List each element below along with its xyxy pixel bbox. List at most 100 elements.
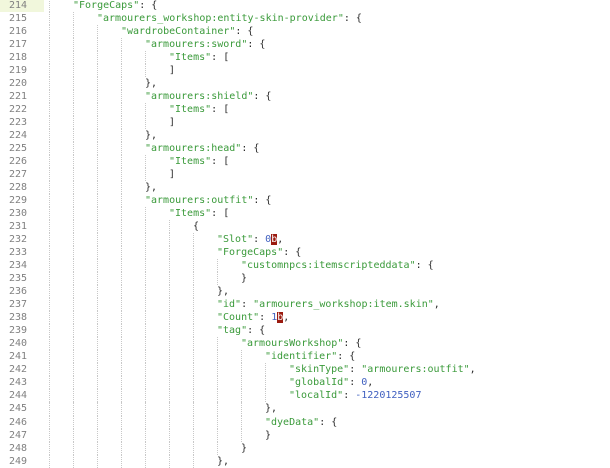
code-line[interactable]: 245}, — [0, 402, 610, 416]
line-gutter[interactable]: 216 — [0, 25, 44, 38]
line-number: 216 — [8, 26, 27, 38]
line-gutter[interactable]: 245 — [0, 402, 44, 415]
code-line[interactable]: 249}, — [0, 454, 610, 468]
code-line[interactable]: 224}, — [0, 129, 610, 143]
line-gutter[interactable]: 246 — [0, 416, 44, 429]
line-gutter[interactable]: 229 — [0, 194, 44, 207]
line-gutter[interactable]: 231 — [0, 220, 44, 233]
line-gutter[interactable]: 218 — [0, 51, 44, 64]
line-gutter[interactable]: 233 — [0, 246, 44, 259]
code-line[interactable]: 243"globalId": 0, — [0, 376, 610, 390]
line-gutter[interactable]: 222 — [0, 103, 44, 116]
code-line[interactable]: 226"Items": [ — [0, 155, 610, 169]
line-gutter[interactable]: 219 — [0, 64, 44, 77]
indent-guide — [121, 155, 122, 169]
line-number: 242 — [8, 364, 27, 376]
indent-guide — [97, 64, 98, 78]
indent-guide — [217, 402, 218, 416]
line-gutter[interactable]: 230 — [0, 207, 44, 220]
code-line[interactable]: 230"Items": [ — [0, 207, 610, 221]
line-gutter[interactable]: 238 — [0, 311, 44, 324]
code-line[interactable]: 234"customnpcs:itemscripteddata": { — [0, 259, 610, 273]
code-line[interactable]: 216"wardrobeContainer": { — [0, 25, 610, 39]
json-key: "armourers:sword" — [145, 39, 248, 51]
json-key: "wardrobeContainer" — [121, 26, 236, 38]
code-line[interactable]: 232"Slot": 0b, — [0, 233, 610, 247]
code-line[interactable]: 239"tag": { — [0, 324, 610, 338]
json-punctuation: : { — [343, 338, 362, 350]
code-line[interactable]: 223] — [0, 116, 610, 130]
indent-guide — [169, 363, 170, 377]
line-gutter[interactable]: 249 — [0, 455, 44, 468]
line-gutter[interactable]: 247 — [0, 429, 44, 442]
line-gutter[interactable]: 239 — [0, 324, 44, 337]
line-number: 243 — [8, 377, 27, 389]
line-gutter[interactable]: 234 — [0, 259, 44, 272]
line-gutter[interactable]: 214 — [0, 0, 44, 12]
indent-guide — [265, 363, 266, 377]
code-line[interactable]: 233"ForgeCaps": { — [0, 246, 610, 260]
line-gutter[interactable]: 244 — [0, 389, 44, 402]
code-line[interactable]: 246"dyeData": { — [0, 415, 610, 429]
line-gutter[interactable]: 240 — [0, 337, 44, 350]
error-highlight: b — [271, 234, 278, 246]
json-key: "Items" — [169, 52, 212, 64]
indent-guide — [145, 51, 146, 65]
json-punctuation: : { — [343, 13, 362, 25]
code-line[interactable]: 237"id": "armourers_workshop:item.skin", — [0, 298, 610, 312]
code-line[interactable]: 215 "armourers_workshop:entity-skin-provi… — [0, 12, 610, 26]
code-line[interactable]: 231{ — [0, 220, 610, 234]
code-line[interactable]: 242"skinType": "armourers:outfit", — [0, 363, 610, 377]
line-number: 218 — [8, 52, 27, 64]
line-gutter[interactable]: 236 — [0, 285, 44, 298]
code-line[interactable]: 217"armourers:sword": { — [0, 38, 610, 52]
code-line[interactable]: 218"Items": [ — [0, 51, 610, 65]
line-gutter[interactable]: 217 — [0, 38, 44, 51]
code-line[interactable]: 228}, — [0, 181, 610, 195]
line-gutter[interactable]: 221 — [0, 90, 44, 103]
code-line[interactable]: 240"armoursWorkshop": { — [0, 337, 610, 351]
code-line[interactable]: 236}, — [0, 285, 610, 299]
line-gutter[interactable]: 241 — [0, 350, 44, 363]
line-gutter[interactable]: 248 — [0, 442, 44, 455]
line-gutter[interactable]: 220 — [0, 77, 44, 90]
line-gutter[interactable]: 232 — [0, 233, 44, 246]
line-gutter[interactable]: 226 — [0, 155, 44, 168]
indent-guide — [169, 389, 170, 403]
code-line[interactable]: 248} — [0, 441, 610, 455]
line-gutter[interactable]: 223 — [0, 116, 44, 129]
code-text: "Count": 1b, — [217, 311, 289, 324]
line-gutter[interactable]: 228 — [0, 181, 44, 194]
json-punctuation: : { — [337, 351, 356, 363]
code-line[interactable]: 220}, — [0, 77, 610, 91]
code-line[interactable]: 225"armourers:head": { — [0, 142, 610, 156]
code-line[interactable]: 244 "localId": -1220125507 — [0, 389, 610, 403]
line-gutter[interactable]: 225 — [0, 142, 44, 155]
code-text: "armourers_workshop:entity-skin-provider… — [97, 12, 362, 25]
indent-guide — [169, 441, 170, 455]
code-line[interactable]: 222"Items": [ — [0, 103, 610, 117]
line-gutter[interactable]: 235 — [0, 272, 44, 285]
line-gutter[interactable]: 237 — [0, 298, 44, 311]
code-line[interactable]: 219] — [0, 64, 610, 78]
line-gutter[interactable]: 243 — [0, 376, 44, 389]
code-line[interactable]: 247} — [0, 428, 610, 442]
code-line[interactable]: 227] — [0, 168, 610, 182]
code-text: "localId": -1220125507 — [289, 389, 421, 402]
code-line[interactable]: 214"ForgeCaps": { — [0, 0, 610, 13]
line-gutter[interactable]: 227 — [0, 168, 44, 181]
code-line[interactable]: 221"armourers:shield": { — [0, 90, 610, 104]
code-line[interactable]: 241"identifier": { — [0, 350, 610, 364]
line-gutter[interactable]: 224 — [0, 129, 44, 142]
line-number: 236 — [8, 286, 27, 298]
code-line[interactable]: 235} — [0, 272, 610, 286]
line-gutter[interactable]: 242 — [0, 363, 44, 376]
indent-guide — [49, 285, 50, 299]
indent-guide — [145, 363, 146, 377]
code-text: } — [265, 429, 271, 442]
line-number: 233 — [8, 247, 27, 259]
line-gutter[interactable]: 215 — [0, 12, 44, 25]
code-line[interactable]: 229"armourers:outfit": { — [0, 194, 610, 208]
code-line[interactable]: 238 "Count": 1b, — [0, 311, 610, 325]
